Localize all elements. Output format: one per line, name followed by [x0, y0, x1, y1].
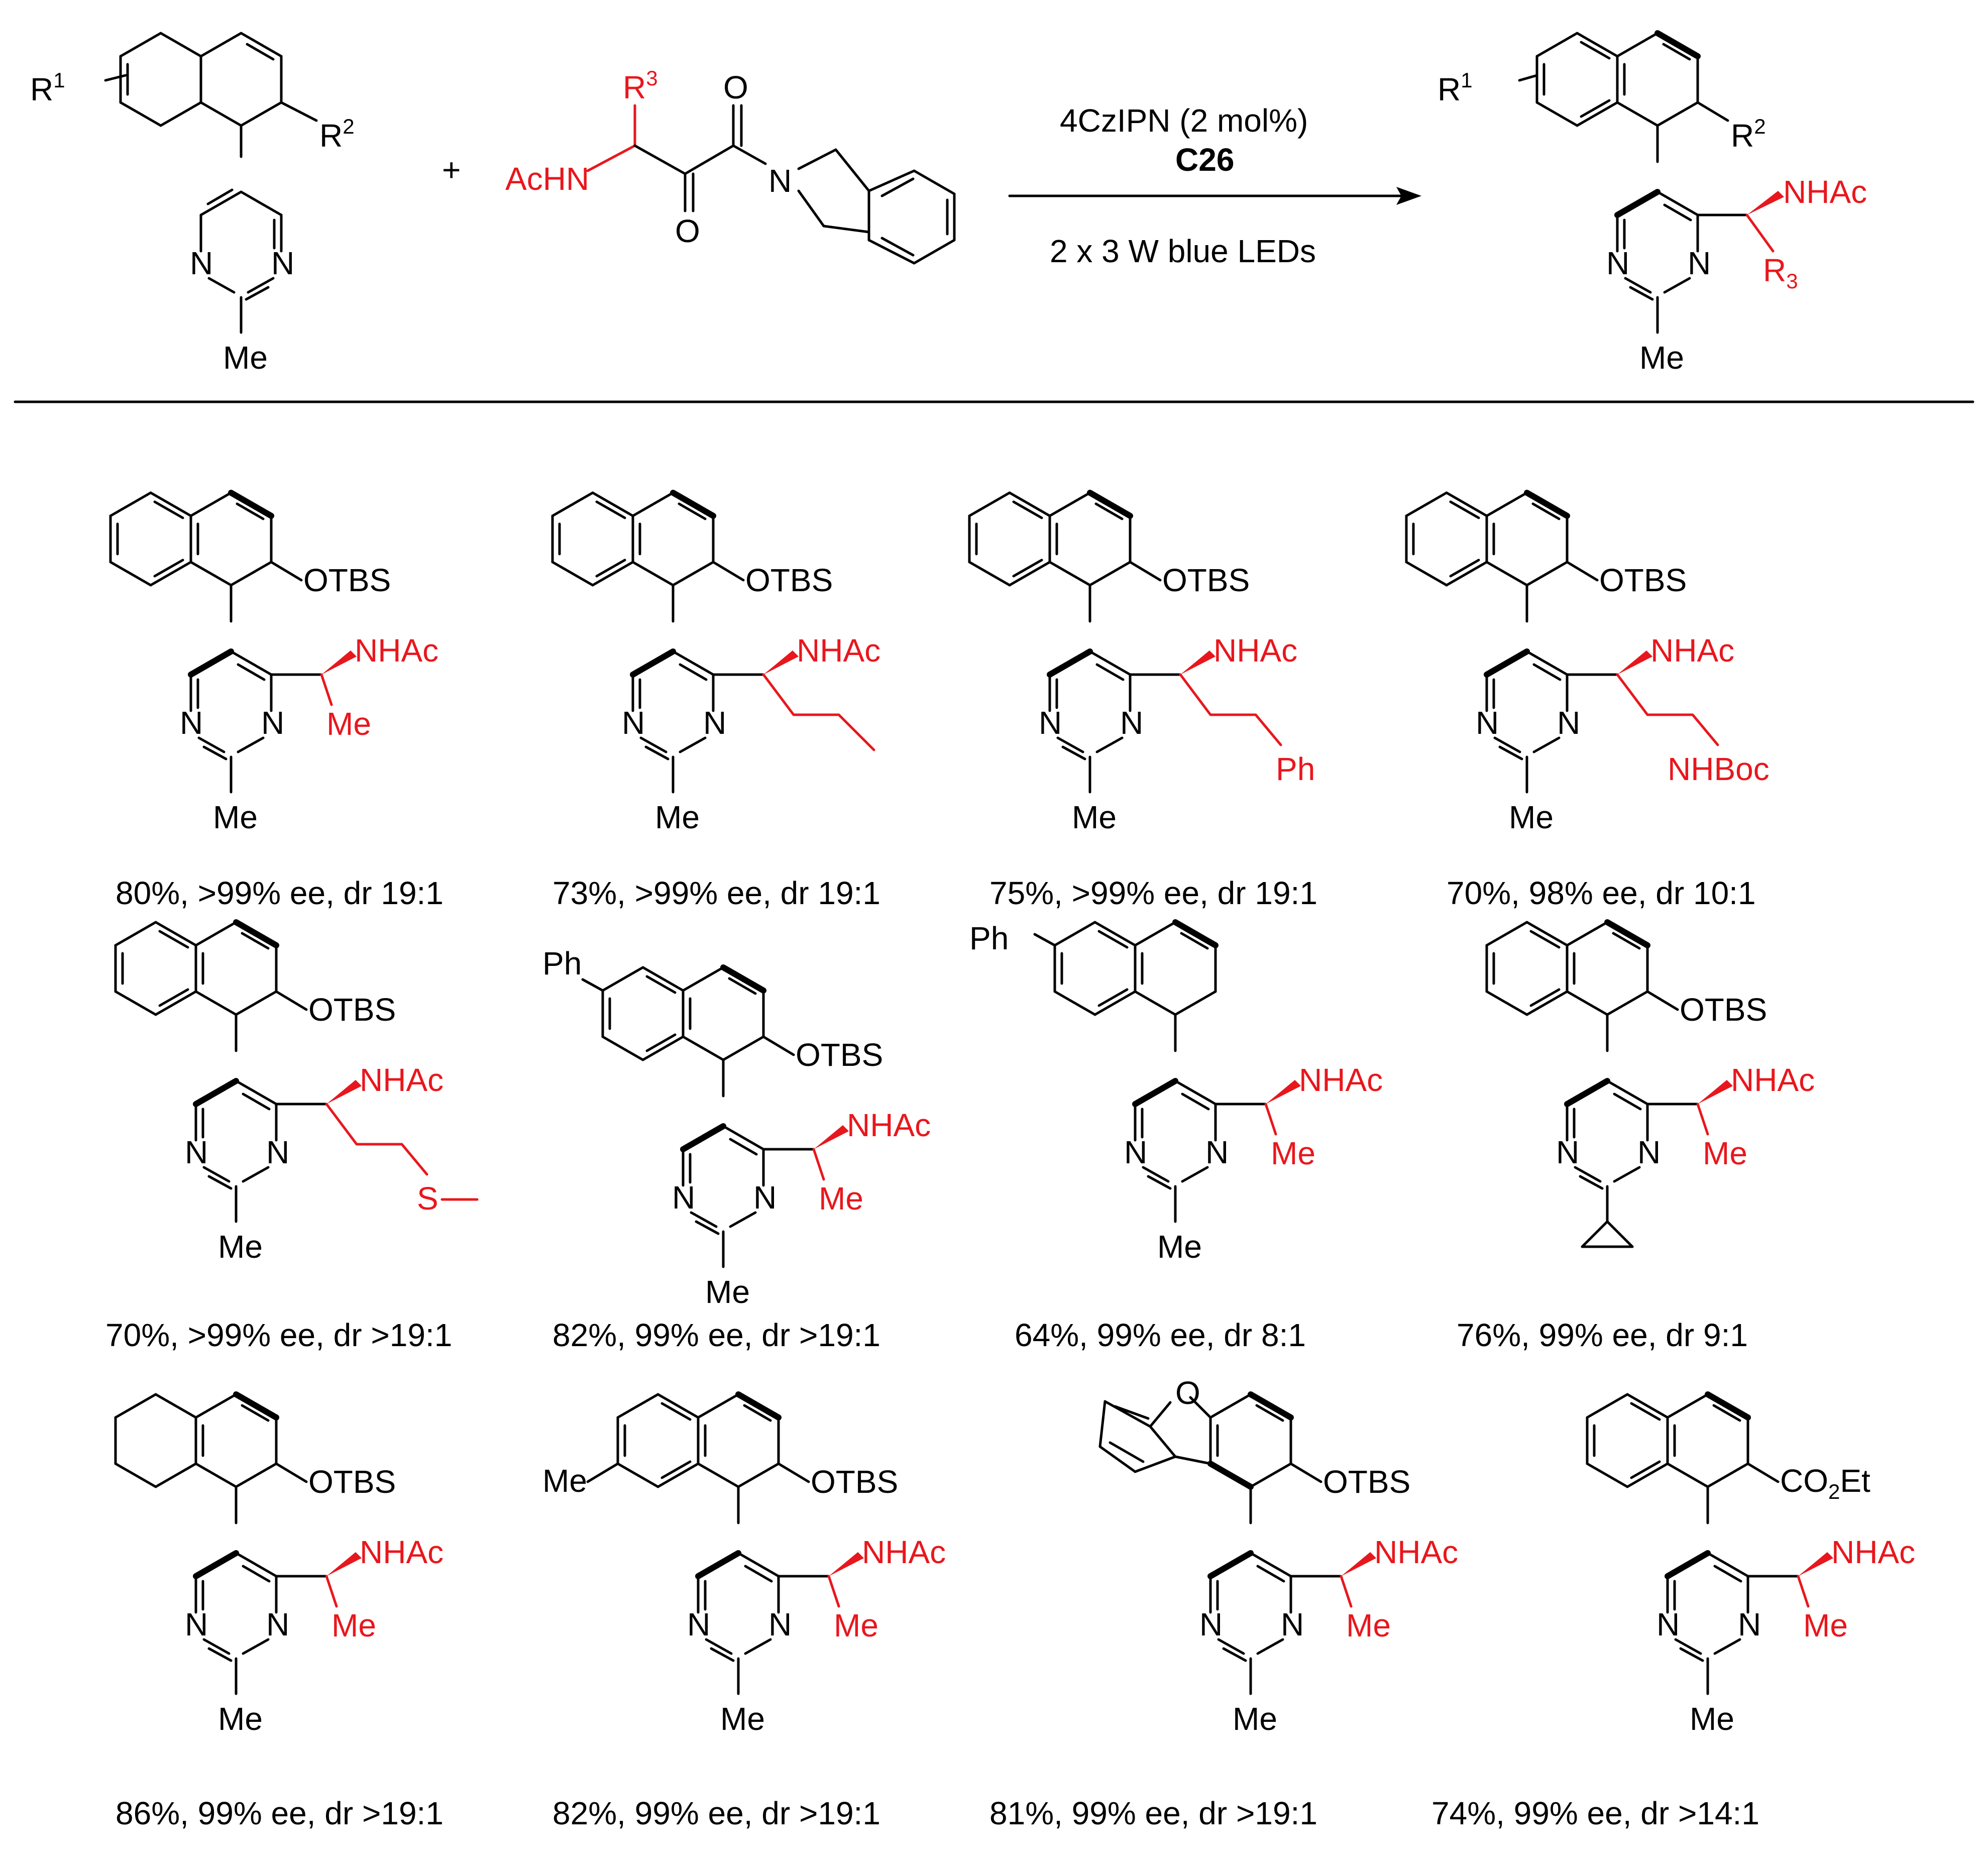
products-grid: OTBSNHAcMeOTBSNHAcOTBSNHAcPhOTBSNHAcNHBo… — [111, 493, 1915, 1737]
svg-text:NHAc: NHAc — [1650, 632, 1734, 669]
product-2-result: 73%, >99% ee, dr 19:1 — [553, 875, 880, 911]
svg-text:Ph: Ph — [542, 945, 582, 981]
svg-text:O: O — [675, 213, 700, 249]
reactant-2: AcHN R3 O O N — [505, 66, 956, 265]
product-10-result: 82%, 99% ee, dr >19:1 — [553, 1795, 880, 1831]
svg-text:R3: R3 — [1763, 252, 1798, 293]
product-12-result: 74%, 99% ee, dr >14:1 — [1431, 1795, 1759, 1831]
svg-text:NHBoc: NHBoc — [1668, 751, 1770, 787]
svg-text:OTBS: OTBS — [811, 1464, 898, 1500]
svg-text:NHAc: NHAc — [1299, 1062, 1383, 1098]
svg-text:AcHN: AcHN — [505, 161, 589, 197]
svg-text:OTBS: OTBS — [1680, 992, 1767, 1028]
svg-text:Me: Me — [326, 706, 371, 742]
svg-text:Me: Me — [819, 1180, 863, 1217]
svg-text:NHAc: NHAc — [847, 1107, 931, 1143]
svg-text:R2: R2 — [319, 115, 355, 154]
svg-text:NHAc: NHAc — [1731, 1062, 1815, 1098]
svg-text:Me: Me — [1803, 1607, 1848, 1644]
product-4-result: 70%, 98% ee, dr 10:1 — [1447, 875, 1756, 911]
svg-text:NHAc: NHAc — [1374, 1534, 1458, 1570]
product-11-result: 81%, 99% ee, dr >19:1 — [989, 1795, 1317, 1831]
reaction-conditions: 4CzIPN (2 mol%) C26 2 x 3 W blue LEDs — [1008, 102, 1421, 269]
svg-text:2 x 3 W blue LEDs: 2 x 3 W blue LEDs — [1050, 233, 1316, 269]
svg-text:N: N — [1556, 1134, 1579, 1170]
svg-text:OTBS: OTBS — [1323, 1464, 1410, 1500]
svg-text:OTBS: OTBS — [308, 992, 396, 1028]
svg-text:NHAc: NHAc — [360, 1534, 444, 1570]
svg-text:Ph: Ph — [969, 920, 1009, 956]
product-results: 80%, >99% ee, dr 19:1 73%, >99% ee, dr 1… — [105, 875, 1759, 1831]
svg-text:NHAc: NHAc — [360, 1062, 444, 1098]
svg-text:R3: R3 — [623, 66, 658, 105]
svg-text:Me: Me — [542, 1463, 587, 1499]
svg-text:NHAc: NHAc — [797, 632, 880, 669]
product-6-result: 82%, 99% ee, dr >19:1 — [553, 1317, 880, 1353]
svg-text:N: N — [768, 163, 792, 199]
svg-text:NHAc: NHAc — [862, 1534, 946, 1570]
product-8-result: 76%, 99% ee, dr 9:1 — [1457, 1317, 1748, 1353]
product-9-result: 86%, 99% ee, dr >19:1 — [116, 1795, 444, 1831]
svg-text:N: N — [271, 245, 294, 281]
product-2-structure: OTBS NHAc — [553, 493, 880, 835]
product-3-result: 75%, >99% ee, dr 19:1 — [989, 875, 1317, 911]
product-5-result: 70%, >99% ee, dr >19:1 — [105, 1317, 452, 1353]
product-general: R2 R1 NHAc R3 — [1438, 33, 1867, 376]
svg-text:4CzIPN (2 mol%): 4CzIPN (2 mol%) — [1060, 102, 1308, 139]
svg-text:C26: C26 — [1175, 142, 1234, 178]
svg-text:CO2Et: CO2Et — [1780, 1463, 1870, 1503]
svg-text:NHAc: NHAc — [1783, 174, 1867, 210]
svg-text:R1: R1 — [1438, 68, 1473, 107]
product-7-result: 64%, 99% ee, dr 8:1 — [1015, 1317, 1306, 1353]
svg-text:OTBS: OTBS — [303, 562, 391, 598]
reactant-1: R1 R2 N N Me — [30, 32, 355, 376]
svg-text:Ph: Ph — [1276, 751, 1315, 787]
svg-text:Me: Me — [1703, 1135, 1747, 1171]
svg-text:Me: Me — [223, 340, 268, 376]
svg-text:Me: Me — [332, 1607, 376, 1644]
plus-sign: + — [442, 152, 461, 188]
svg-text:Me: Me — [834, 1607, 878, 1644]
svg-text:NHAc: NHAc — [1831, 1534, 1915, 1570]
svg-text:S: S — [417, 1180, 438, 1217]
svg-text:O: O — [1175, 1375, 1200, 1411]
svg-text:OTBS: OTBS — [796, 1037, 883, 1073]
svg-text:R1: R1 — [30, 68, 65, 107]
svg-text:O: O — [723, 69, 748, 105]
svg-text:Me: Me — [1346, 1607, 1391, 1644]
product-1-result: 80%, >99% ee, dr 19:1 — [116, 875, 444, 911]
svg-text:NHAc: NHAc — [1213, 632, 1297, 669]
svg-text:NHAc: NHAc — [355, 632, 438, 669]
svg-text:OTBS: OTBS — [745, 562, 833, 598]
svg-text:OTBS: OTBS — [1162, 562, 1250, 598]
svg-text:OTBS: OTBS — [1599, 562, 1687, 598]
svg-text:OTBS: OTBS — [308, 1464, 396, 1500]
svg-text:R2: R2 — [1731, 115, 1766, 154]
svg-text:N: N — [190, 245, 213, 281]
svg-text:N: N — [1637, 1134, 1661, 1170]
svg-text:Me: Me — [1271, 1135, 1315, 1171]
